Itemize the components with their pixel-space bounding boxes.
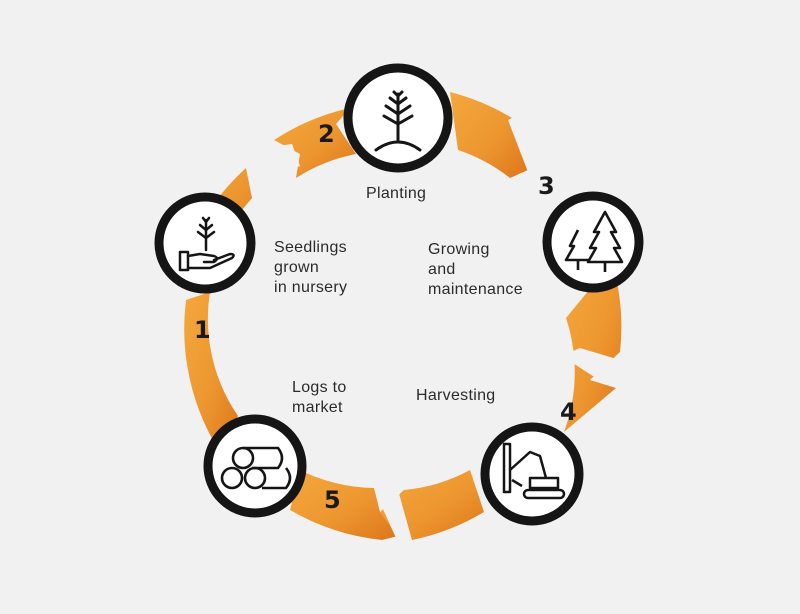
- stage-number-4: 4: [560, 398, 577, 426]
- ring-divider: [508, 114, 540, 172]
- planted-sapling-icon: [374, 90, 422, 152]
- stage-number-5: 5: [324, 486, 341, 514]
- ring-segment-2-to-3: [450, 92, 528, 178]
- stage-badge-1: [154, 192, 256, 294]
- ring-divider: [250, 144, 300, 182]
- pine-trees-icon: [564, 210, 624, 272]
- logs-icon: [220, 446, 292, 490]
- ring-segment-5-to-1: [184, 292, 238, 452]
- ring-segment-3-to-4: [564, 262, 622, 432]
- ring-dividers: [250, 114, 620, 540]
- stage-label-2: Planting: [366, 185, 427, 202]
- ring-segment-1-to-2: [274, 108, 356, 178]
- stage-numbers: 1 2 3 4 5: [194, 120, 577, 514]
- ring-segment-5-lower: [290, 470, 398, 540]
- stage-number-2: 2: [318, 120, 335, 148]
- stage-badge-4: [480, 422, 584, 526]
- ring-divider: [562, 348, 620, 382]
- excavator-icon: [502, 442, 566, 500]
- stage-number-1: 1: [194, 316, 211, 344]
- stage-badge-5: [203, 414, 307, 518]
- stage-label-4: Harvesting: [416, 387, 496, 404]
- stage-label-3: Growing and maintenance: [428, 241, 523, 298]
- stage-badge-3: [542, 191, 644, 293]
- stage-number-3: 3: [538, 172, 555, 200]
- stage-label-1: Seedlings grown in nursery: [274, 239, 348, 296]
- stage-label-5: Logs to market: [292, 379, 347, 416]
- ring-divider: [378, 490, 412, 540]
- stage-badge-2: [343, 63, 453, 173]
- hand-seedling-icon: [178, 216, 235, 272]
